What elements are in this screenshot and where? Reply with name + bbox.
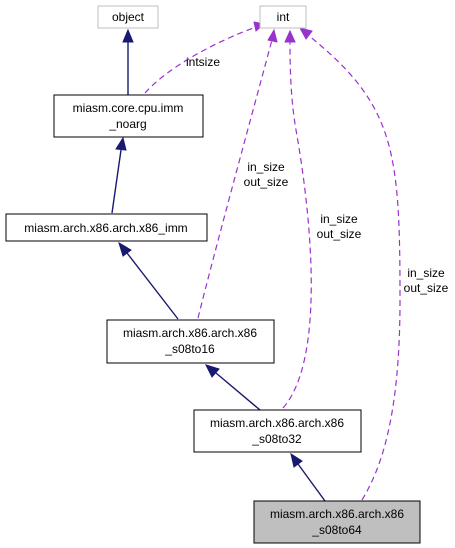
node-label: object <box>112 10 145 24</box>
edge-label-intsize: intsize <box>186 55 220 69</box>
node-x86-imm[interactable]: miasm.arch.x86.arch.x86_imm <box>5 213 208 242</box>
edge-label-line: in_size <box>320 212 358 226</box>
node-label: miasm.core.cpu.imm <box>73 101 184 115</box>
node-imm-noarg[interactable]: miasm.core.cpu.imm _noarg <box>53 94 204 138</box>
node-object[interactable]: object <box>97 5 159 29</box>
node-label: _s08to64 <box>311 523 362 537</box>
inherit-edge-imm-noarg-object <box>122 28 134 95</box>
inherit-edge-s08to64-s08to32 <box>290 452 326 502</box>
edge-label-line: in_size <box>407 266 445 280</box>
node-label: miasm.arch.x86.arch.x86 <box>270 507 404 521</box>
node-label: _noarg <box>108 117 146 131</box>
edge-label-line: in_size <box>247 160 285 174</box>
node-s08to32[interactable]: miasm.arch.x86.arch.x86 _s08to32 <box>193 409 362 453</box>
node-label: _s08to16 <box>164 342 215 356</box>
edge-label-line: out_size <box>244 175 289 189</box>
usage-edge-s08to16-int <box>197 28 278 319</box>
node-label: _s08to32 <box>251 432 302 446</box>
node-label: int <box>277 10 290 24</box>
edge-label-line: out_size <box>404 281 449 295</box>
usage-edge-s08to64-int <box>299 27 401 501</box>
edge-label-s08to64: in_size out_size <box>404 266 449 295</box>
usage-edge-s08to32-int <box>282 29 312 409</box>
node-label: miasm.arch.x86.arch.x86 <box>123 326 257 340</box>
edge-label-s08to32: in_size out_size <box>317 212 362 241</box>
node-label: miasm.arch.x86.arch.x86 <box>210 416 344 430</box>
node-int[interactable]: int <box>259 5 307 29</box>
inherit-edge-s08to16-x86-imm <box>118 241 179 320</box>
node-s08to64[interactable]: miasm.arch.x86.arch.x86 _s08to64 <box>253 500 421 544</box>
edge-label-s08to16: in_size out_size <box>244 160 289 189</box>
edge-label-line: intsize <box>186 55 220 69</box>
inherit-edge-x86-imm-imm-noarg <box>111 136 127 214</box>
inherit-edge-s08to32-s08to16 <box>205 364 261 411</box>
node-s08to16[interactable]: miasm.arch.x86.arch.x86 _s08to16 <box>106 319 275 364</box>
node-label: miasm.arch.x86.arch.x86_imm <box>24 221 187 235</box>
edge-label-line: out_size <box>317 227 362 241</box>
